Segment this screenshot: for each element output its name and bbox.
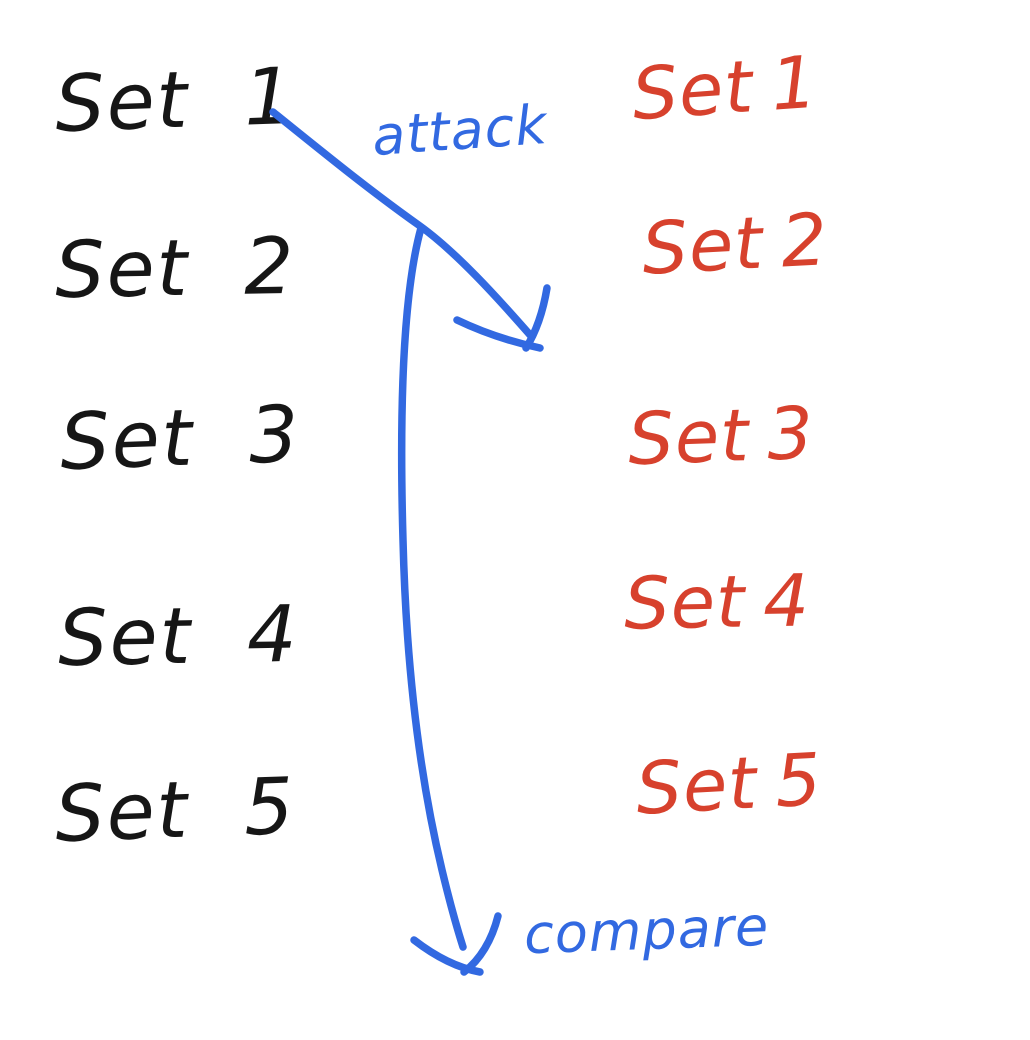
right-set-2-label: Set 2 bbox=[639, 197, 831, 291]
left-set-3-label: Set 3 bbox=[58, 389, 303, 489]
attack-label: attack bbox=[369, 92, 550, 169]
left-set-2-label: Set 2 bbox=[54, 221, 297, 317]
compare-arrowhead-left-barb bbox=[410, 936, 484, 976]
attack-arrowhead-right-barb bbox=[522, 284, 551, 352]
attack-arrowhead-left-barb bbox=[453, 316, 544, 352]
left-set-5-label: Set 5 bbox=[53, 761, 298, 861]
compare-label: compare bbox=[522, 894, 771, 967]
right-set-4-label: Set 4 bbox=[623, 558, 811, 646]
right-set-1-label: Set 1 bbox=[629, 39, 821, 137]
compare-arrowhead-right-barb bbox=[460, 912, 502, 976]
right-set-5-label: Set 5 bbox=[633, 737, 825, 831]
compare-arrow-shaft bbox=[397, 224, 467, 951]
right-set-3-label: Set 3 bbox=[626, 390, 816, 482]
left-set-4-label: Set 4 bbox=[57, 589, 300, 685]
left-set-1-label: Set 1 bbox=[53, 51, 298, 151]
